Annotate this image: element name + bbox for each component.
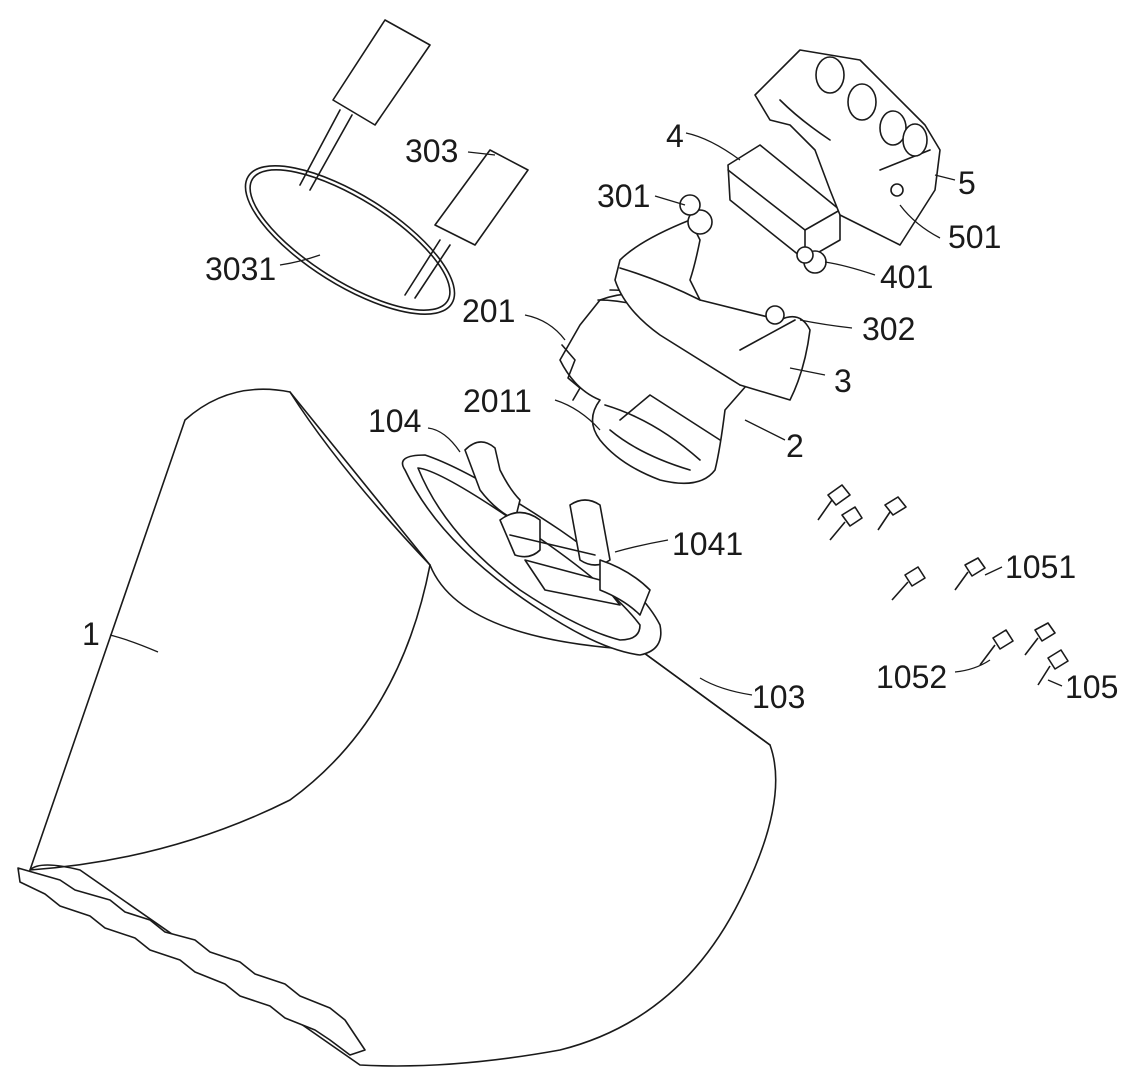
label-201: 201 [462,293,515,329]
label-1041: 1041 [672,526,743,562]
label-4: 4 [666,118,684,154]
label-1051: 1051 [1005,549,1076,585]
yoke-bracket [614,194,811,401]
label-302: 302 [862,311,915,347]
label-3031: 3031 [205,251,276,287]
label-401: 401 [880,259,933,295]
label-104: 104 [368,403,421,439]
label-105: 105 [1065,669,1118,705]
label-501: 501 [948,219,1001,255]
yoke-pin-upper [687,209,713,235]
label-5: 5 [958,165,976,201]
label-2011: 2011 [463,383,532,419]
detached-ring-rods [244,19,529,315]
hinge-pin-hole [890,183,904,197]
label-3: 3 [834,363,852,399]
hook-clamp [464,441,651,616]
bucket-teeth [17,867,366,1056]
label-303: 303 [405,133,458,169]
leader-lines [109,132,1063,696]
label-1: 1 [82,616,100,652]
label-103: 103 [752,679,805,715]
hinge-plate [754,49,941,246]
bucket-body [17,388,777,1067]
bolt-group [817,484,1069,686]
reference-labels: 1 104 1041 103 201 2011 303 3031 301 302… [82,118,1118,715]
label-2: 2 [786,428,804,464]
yoke-pin-lower [765,305,785,325]
label-1052: 1052 [876,659,947,695]
label-301: 301 [597,178,650,214]
